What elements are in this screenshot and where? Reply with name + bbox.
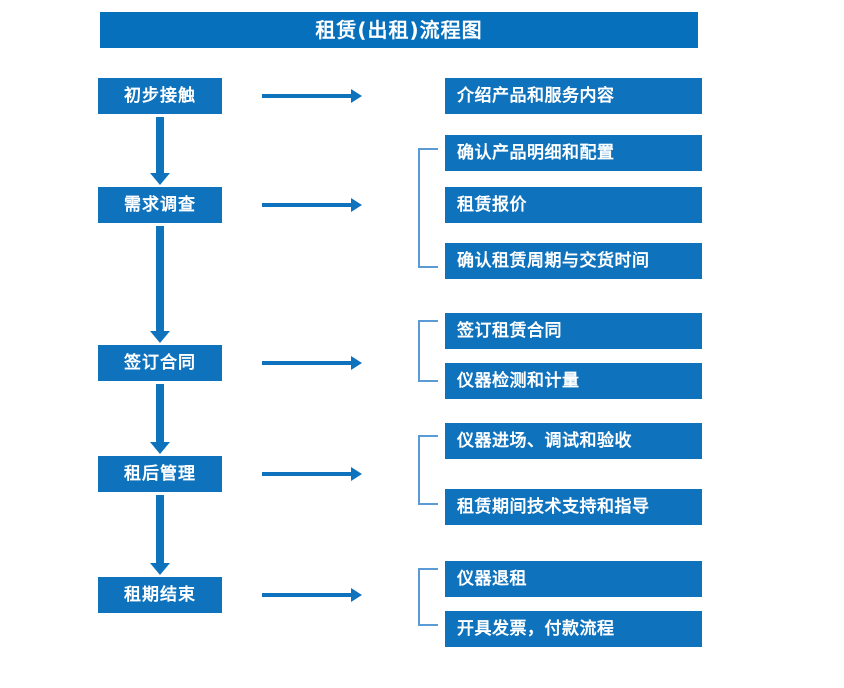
stage-box-5[interactable]: 租期结束 <box>98 577 222 613</box>
stage-box-2[interactable]: 需求调查 <box>98 187 222 223</box>
group-bracket-needs <box>418 148 444 268</box>
down-arrow-icon-3 <box>150 384 170 454</box>
detail-box-3[interactable]: 租赁报价 <box>445 187 702 223</box>
right-arrow-icon-1 <box>262 89 362 103</box>
right-arrow-icon-2 <box>262 198 362 212</box>
group-bracket-aftercare <box>418 435 444 505</box>
right-arrow-icon-4 <box>262 467 362 481</box>
detail-box-10[interactable]: 开具发票，付款流程 <box>445 611 702 647</box>
stage-box-3[interactable]: 签订合同 <box>98 345 222 381</box>
group-bracket-termination <box>418 568 444 626</box>
down-arrow-icon-4 <box>150 495 170 575</box>
detail-box-7[interactable]: 仪器进场、调试和验收 <box>445 423 702 459</box>
chart-title: 租赁(出租)流程图 <box>100 12 698 48</box>
group-bracket-contract <box>418 320 444 382</box>
detail-box-2[interactable]: 确认产品明细和配置 <box>445 135 702 171</box>
right-arrow-icon-5 <box>262 588 362 602</box>
detail-box-4[interactable]: 确认租赁周期与交货时间 <box>445 243 702 279</box>
detail-box-8[interactable]: 租赁期间技术支持和指导 <box>445 489 702 525</box>
stage-box-4[interactable]: 租后管理 <box>98 456 222 492</box>
stage-box-1[interactable]: 初步接触 <box>98 78 222 114</box>
detail-box-1[interactable]: 介绍产品和服务内容 <box>445 78 702 114</box>
detail-box-6[interactable]: 仪器检测和计量 <box>445 363 702 399</box>
down-arrow-icon-1 <box>150 117 170 185</box>
detail-box-5[interactable]: 签订租赁合同 <box>445 313 702 349</box>
detail-box-9[interactable]: 仪器退租 <box>445 561 702 597</box>
right-arrow-icon-3 <box>262 356 362 370</box>
down-arrow-icon-2 <box>150 226 170 343</box>
